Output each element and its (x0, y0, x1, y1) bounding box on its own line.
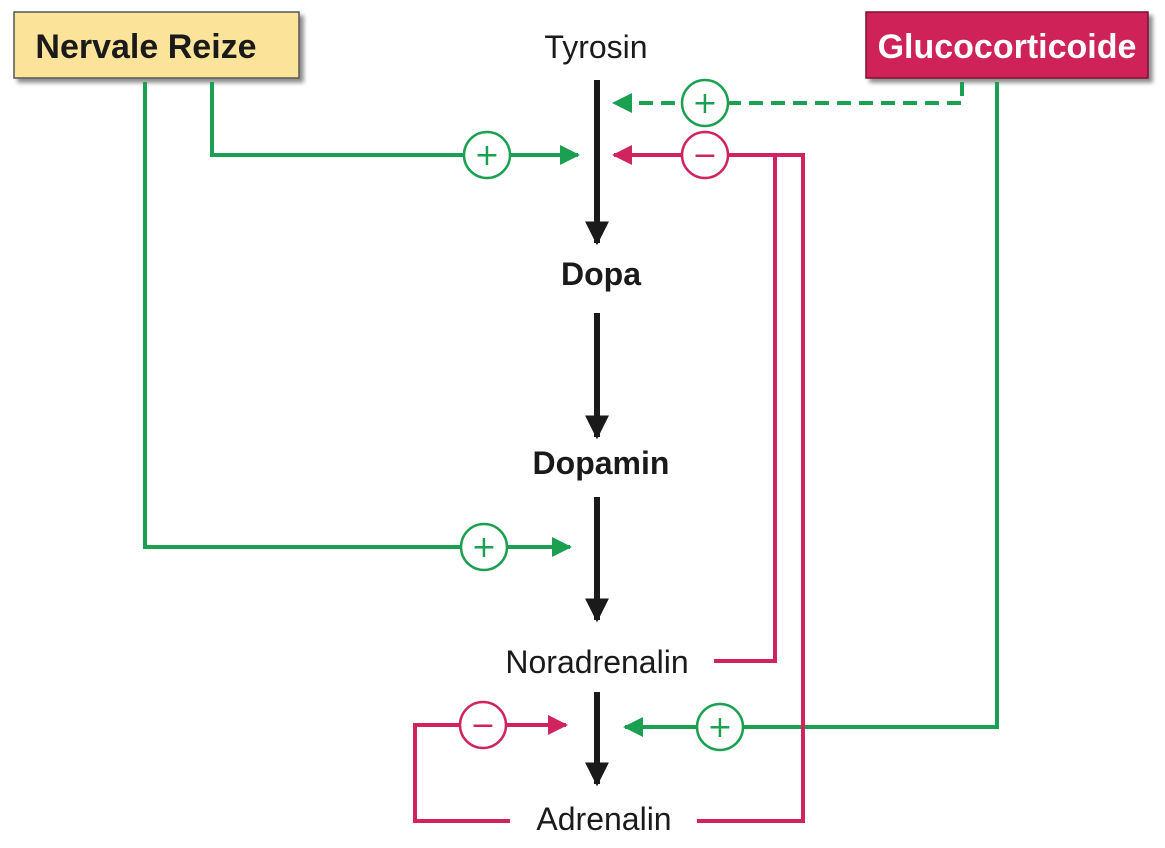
node-tyrosin: Tyrosin (544, 29, 647, 65)
glucocorticoide-box: Glucocorticoide (865, 11, 1149, 79)
plus-sign-nervale-dopamin: + (459, 522, 509, 572)
noradrenalin-feedback-line (612, 145, 777, 663)
svg-text:+: + (692, 86, 717, 121)
plus-sign-nervale-tyrosin: + (462, 130, 512, 180)
svg-text:−: − (692, 138, 717, 173)
svg-text:+: + (707, 710, 732, 745)
node-adrenalin: Adrenalin (536, 801, 671, 837)
nervale-to-dopamin-step-line (143, 82, 572, 557)
glucocorticoide-label: Glucocorticoide (878, 28, 1137, 66)
svg-text:−: − (470, 708, 495, 743)
svg-text:+: + (471, 530, 496, 565)
minus-sign-tyrosin-feedback: − (680, 130, 730, 180)
svg-text:+: + (474, 138, 499, 173)
gluco-to-tyrosin-dashed-line (612, 82, 964, 113)
nervale-to-tyrosin-step-line (210, 82, 580, 165)
gluco-to-adrenalin-step-line (623, 82, 999, 737)
node-noradrenalin: Noradrenalin (505, 644, 688, 680)
nervale-reize-label: Nervale Reize (35, 28, 256, 66)
plus-sign-gluco-tyrosin: + (680, 78, 730, 128)
nervale-reize-box: Nervale Reize (13, 11, 300, 79)
adrenalin-feedback-line (697, 153, 805, 823)
plus-sign-gluco-adrenalin: + (695, 702, 745, 752)
node-dopa: Dopa (561, 256, 641, 292)
node-dopamin: Dopamin (533, 445, 670, 481)
minus-sign-adrenalin-self: − (458, 700, 508, 750)
